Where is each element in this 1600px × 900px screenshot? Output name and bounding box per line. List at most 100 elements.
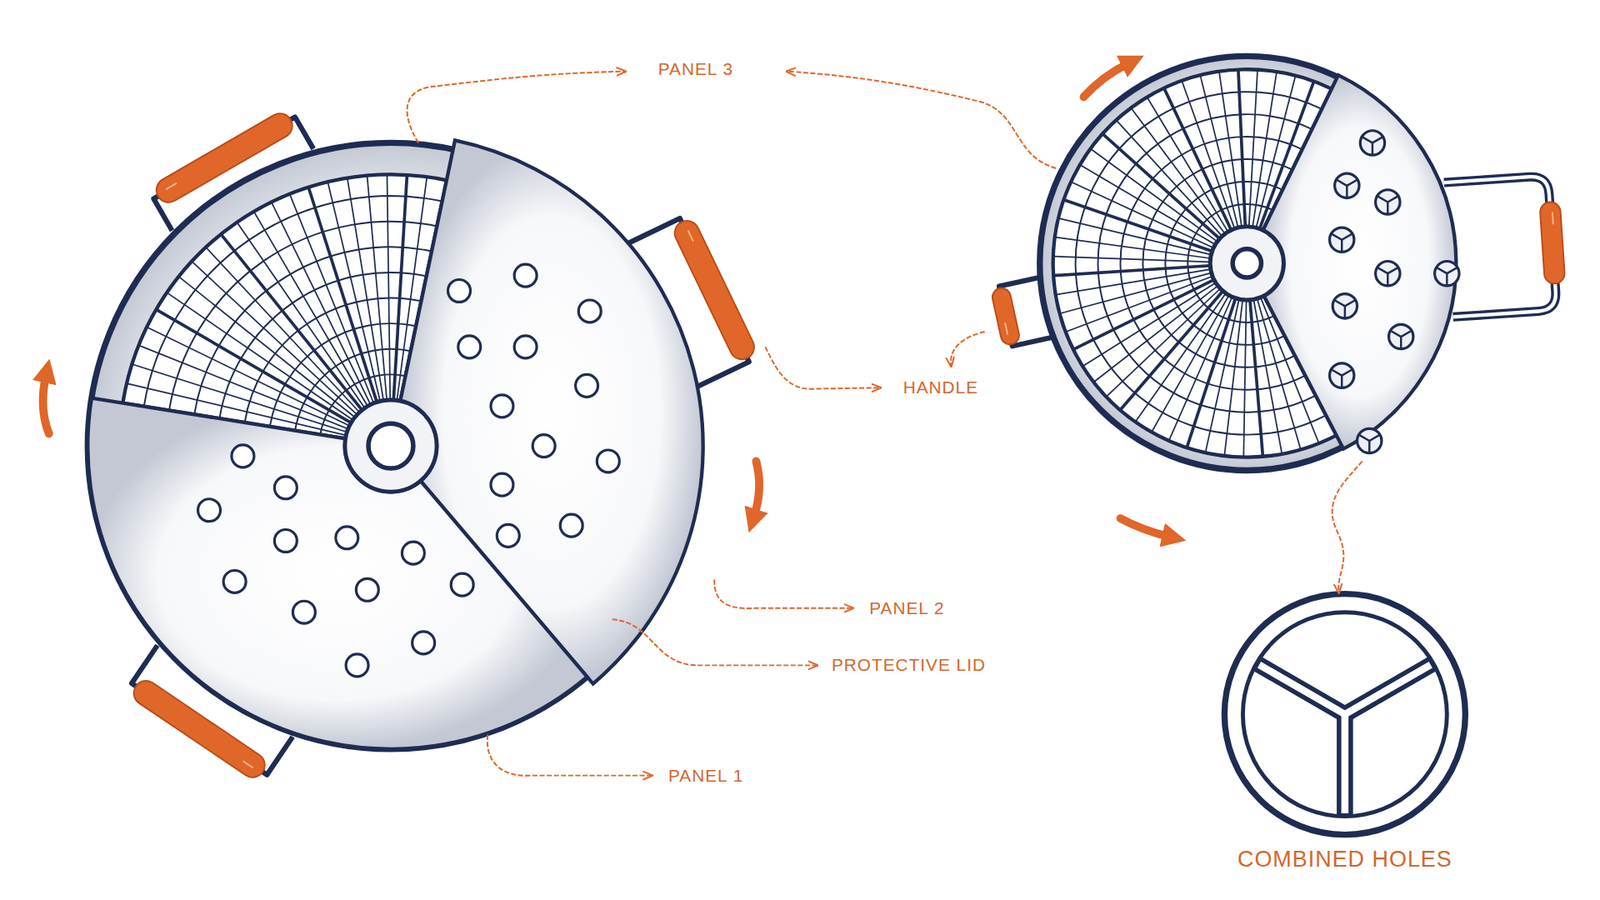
hole	[1360, 130, 1385, 155]
leader-line	[714, 580, 852, 610]
detail-outer	[1224, 594, 1465, 835]
hole-divider	[1341, 233, 1353, 240]
grid-spoke	[155, 309, 351, 423]
grid-spoke	[178, 276, 355, 418]
hole	[198, 499, 221, 522]
hole	[345, 654, 369, 677]
leader-line	[612, 619, 817, 665]
detail-divider	[1336, 714, 1354, 816]
hole-divider	[1446, 267, 1458, 274]
grid-spoke	[236, 222, 365, 409]
grid-spoke	[1238, 69, 1245, 226]
hole	[274, 530, 297, 553]
hole-divider	[1386, 201, 1389, 215]
hole	[514, 335, 537, 359]
hub	[1210, 226, 1284, 300]
hole	[401, 541, 425, 565]
hole-ring	[1335, 173, 1360, 198]
rotation-arrow	[754, 460, 760, 516]
part-label: PROTECTIVE LID	[831, 655, 986, 675]
hole	[1332, 294, 1357, 319]
hole-divider	[1346, 180, 1358, 186]
leader-line	[765, 346, 880, 390]
grip-texture	[243, 760, 254, 768]
hub-hole	[368, 423, 414, 469]
grid-ring	[144, 195, 443, 407]
hole-ring	[490, 473, 514, 496]
hole-divider	[1445, 273, 1448, 286]
hole-divider	[1359, 435, 1370, 441]
holed-panel	[1263, 75, 1457, 450]
hole-ring	[560, 514, 583, 537]
hole	[335, 526, 359, 550]
hole	[575, 374, 599, 397]
grip-texture	[1551, 212, 1555, 225]
detail-divider-inner	[1259, 665, 1345, 715]
hole-ring	[231, 445, 255, 468]
combined-hole-detail	[1224, 594, 1465, 835]
hole	[596, 450, 620, 473]
detail-divider-inner	[1345, 665, 1431, 715]
hole-ring	[1360, 130, 1385, 155]
rotation-arrow	[1120, 518, 1170, 537]
hole-ring	[490, 395, 514, 418]
hole-divider	[1387, 195, 1399, 202]
grid-spoke	[1102, 134, 1220, 240]
hole	[1330, 227, 1355, 252]
grid-spoke	[1186, 298, 1235, 448]
hole-ring	[412, 631, 435, 655]
hole-ring	[575, 374, 599, 397]
grid-spoke	[1243, 300, 1246, 458]
grid-spoke	[1060, 272, 1212, 314]
hole-divider	[1340, 240, 1343, 253]
hole-ring	[458, 335, 481, 359]
hole-divider	[1368, 440, 1370, 454]
grid-ring	[194, 246, 432, 415]
hole	[412, 631, 435, 655]
grid-spoke	[1053, 256, 1210, 263]
hole	[231, 445, 255, 468]
grid-spoke	[386, 174, 390, 400]
hole	[458, 335, 481, 359]
hole-divider	[1361, 136, 1373, 143]
hole-ring	[1435, 260, 1460, 285]
grid-ring	[169, 221, 437, 411]
grid-spoke	[1130, 107, 1225, 234]
hole	[490, 395, 514, 418]
hole-divider	[1369, 435, 1380, 441]
part-label: PANEL 3	[658, 60, 734, 80]
hole-ring	[448, 280, 471, 303]
hole	[514, 264, 537, 287]
pot	[990, 55, 1567, 470]
grid-spoke	[367, 175, 388, 401]
hole	[490, 473, 514, 496]
hole-ring	[355, 578, 379, 601]
grid-spoke	[290, 194, 375, 404]
hole-ring	[578, 300, 601, 323]
grip-texture	[688, 230, 694, 241]
hole-divider	[1334, 300, 1345, 306]
pot	[87, 106, 760, 785]
hub	[345, 400, 437, 492]
hole-ring	[1330, 227, 1355, 252]
hole-divider	[1387, 267, 1399, 274]
hole-divider	[1341, 369, 1353, 375]
hole	[532, 435, 555, 458]
grid-spoke	[1064, 200, 1213, 252]
grid-spoke	[1082, 282, 1216, 366]
hole-ring	[198, 499, 221, 522]
hole	[355, 578, 379, 601]
hole	[448, 280, 471, 303]
hole-divider	[1330, 369, 1342, 375]
hole	[450, 573, 474, 596]
hole-divider	[1344, 305, 1346, 319]
hole-divider	[1400, 336, 1402, 350]
grid-spoke	[1120, 290, 1223, 410]
grid-spoke	[254, 211, 369, 407]
hole	[1389, 324, 1414, 349]
detail-divider	[1256, 663, 1345, 715]
grid-spoke	[1065, 276, 1213, 333]
hole-ring	[274, 476, 297, 500]
hole-divider	[1340, 375, 1343, 389]
